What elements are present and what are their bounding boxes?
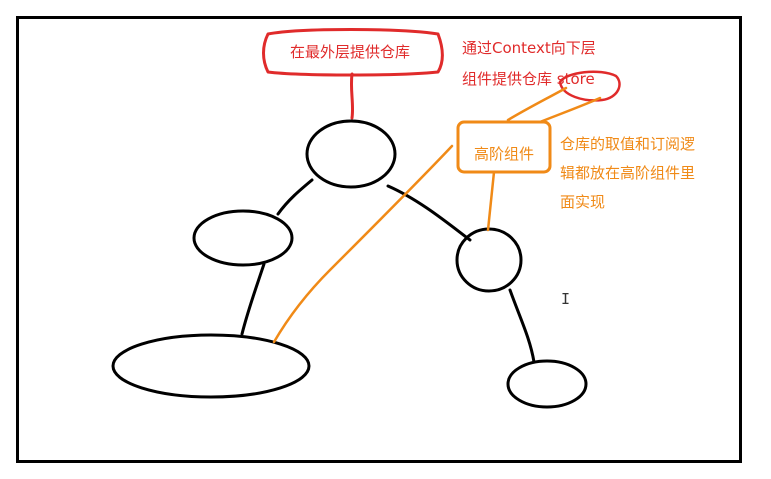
store-logic-note-line2: 辑都放在高阶组件里	[560, 164, 696, 182]
hoc-connector	[486, 170, 496, 232]
store-to-hoc-line-a	[506, 86, 568, 122]
store-to-hoc-line-b	[538, 96, 602, 124]
store-logic-note-line3: 面实现	[560, 193, 606, 211]
top-store-label: 在最外层提供仓库	[289, 43, 410, 61]
store-logic-note: 仓库的取值和订阅逻 辑都放在高阶组件里 面实现	[560, 132, 695, 215]
context-note-line2: 组件提供仓库 store	[462, 70, 595, 88]
edge-left-bottom	[240, 262, 266, 336]
edge-right-bottom	[508, 288, 536, 364]
top-store-connector	[349, 72, 355, 120]
tree-node-left	[192, 209, 294, 267]
drawing-canvas-frame	[16, 16, 742, 463]
hoc-label: 高阶组件	[473, 145, 534, 163]
hoc-box-outline	[456, 120, 552, 174]
context-note: 通过Context向下层 组件提供仓库 store	[462, 36, 596, 92]
store-logic-note-line1: 仓库的取值和订阅逻	[560, 135, 696, 153]
edge-root-right	[386, 184, 472, 242]
tree-node-right	[455, 227, 523, 293]
tree-node-bottom-left	[111, 333, 311, 399]
text-cursor-icon: I	[561, 290, 571, 308]
tree-node-root	[305, 119, 397, 189]
top-store-box-outline	[262, 28, 444, 77]
edge-root-left	[276, 178, 314, 216]
tree-node-bottom-right	[506, 359, 588, 409]
store-circle	[558, 70, 621, 102]
context-note-line1: 通过Context向下层	[462, 39, 596, 57]
hoc-diagonal-line	[272, 144, 454, 344]
